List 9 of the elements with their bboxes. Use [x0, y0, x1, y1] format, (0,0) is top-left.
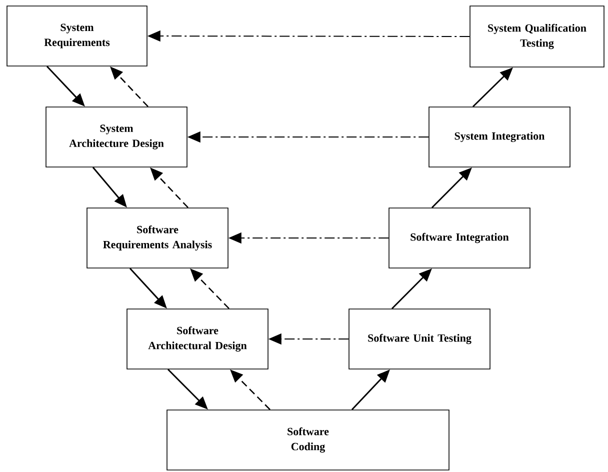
- process-box: System Architecture Design: [46, 106, 188, 168]
- process-box: Software Unit Testing: [348, 308, 490, 370]
- process-box: Software Requirements Analysis: [86, 208, 228, 268]
- process-box: Software Integration: [388, 208, 530, 268]
- process-box: Software Coding: [166, 410, 450, 470]
- process-box: System Qualification Testing: [470, 6, 604, 68]
- process-box: Software Architectural Design: [126, 308, 268, 370]
- process-box: System Integration: [428, 106, 570, 168]
- process-box: System Requirements: [6, 6, 148, 66]
